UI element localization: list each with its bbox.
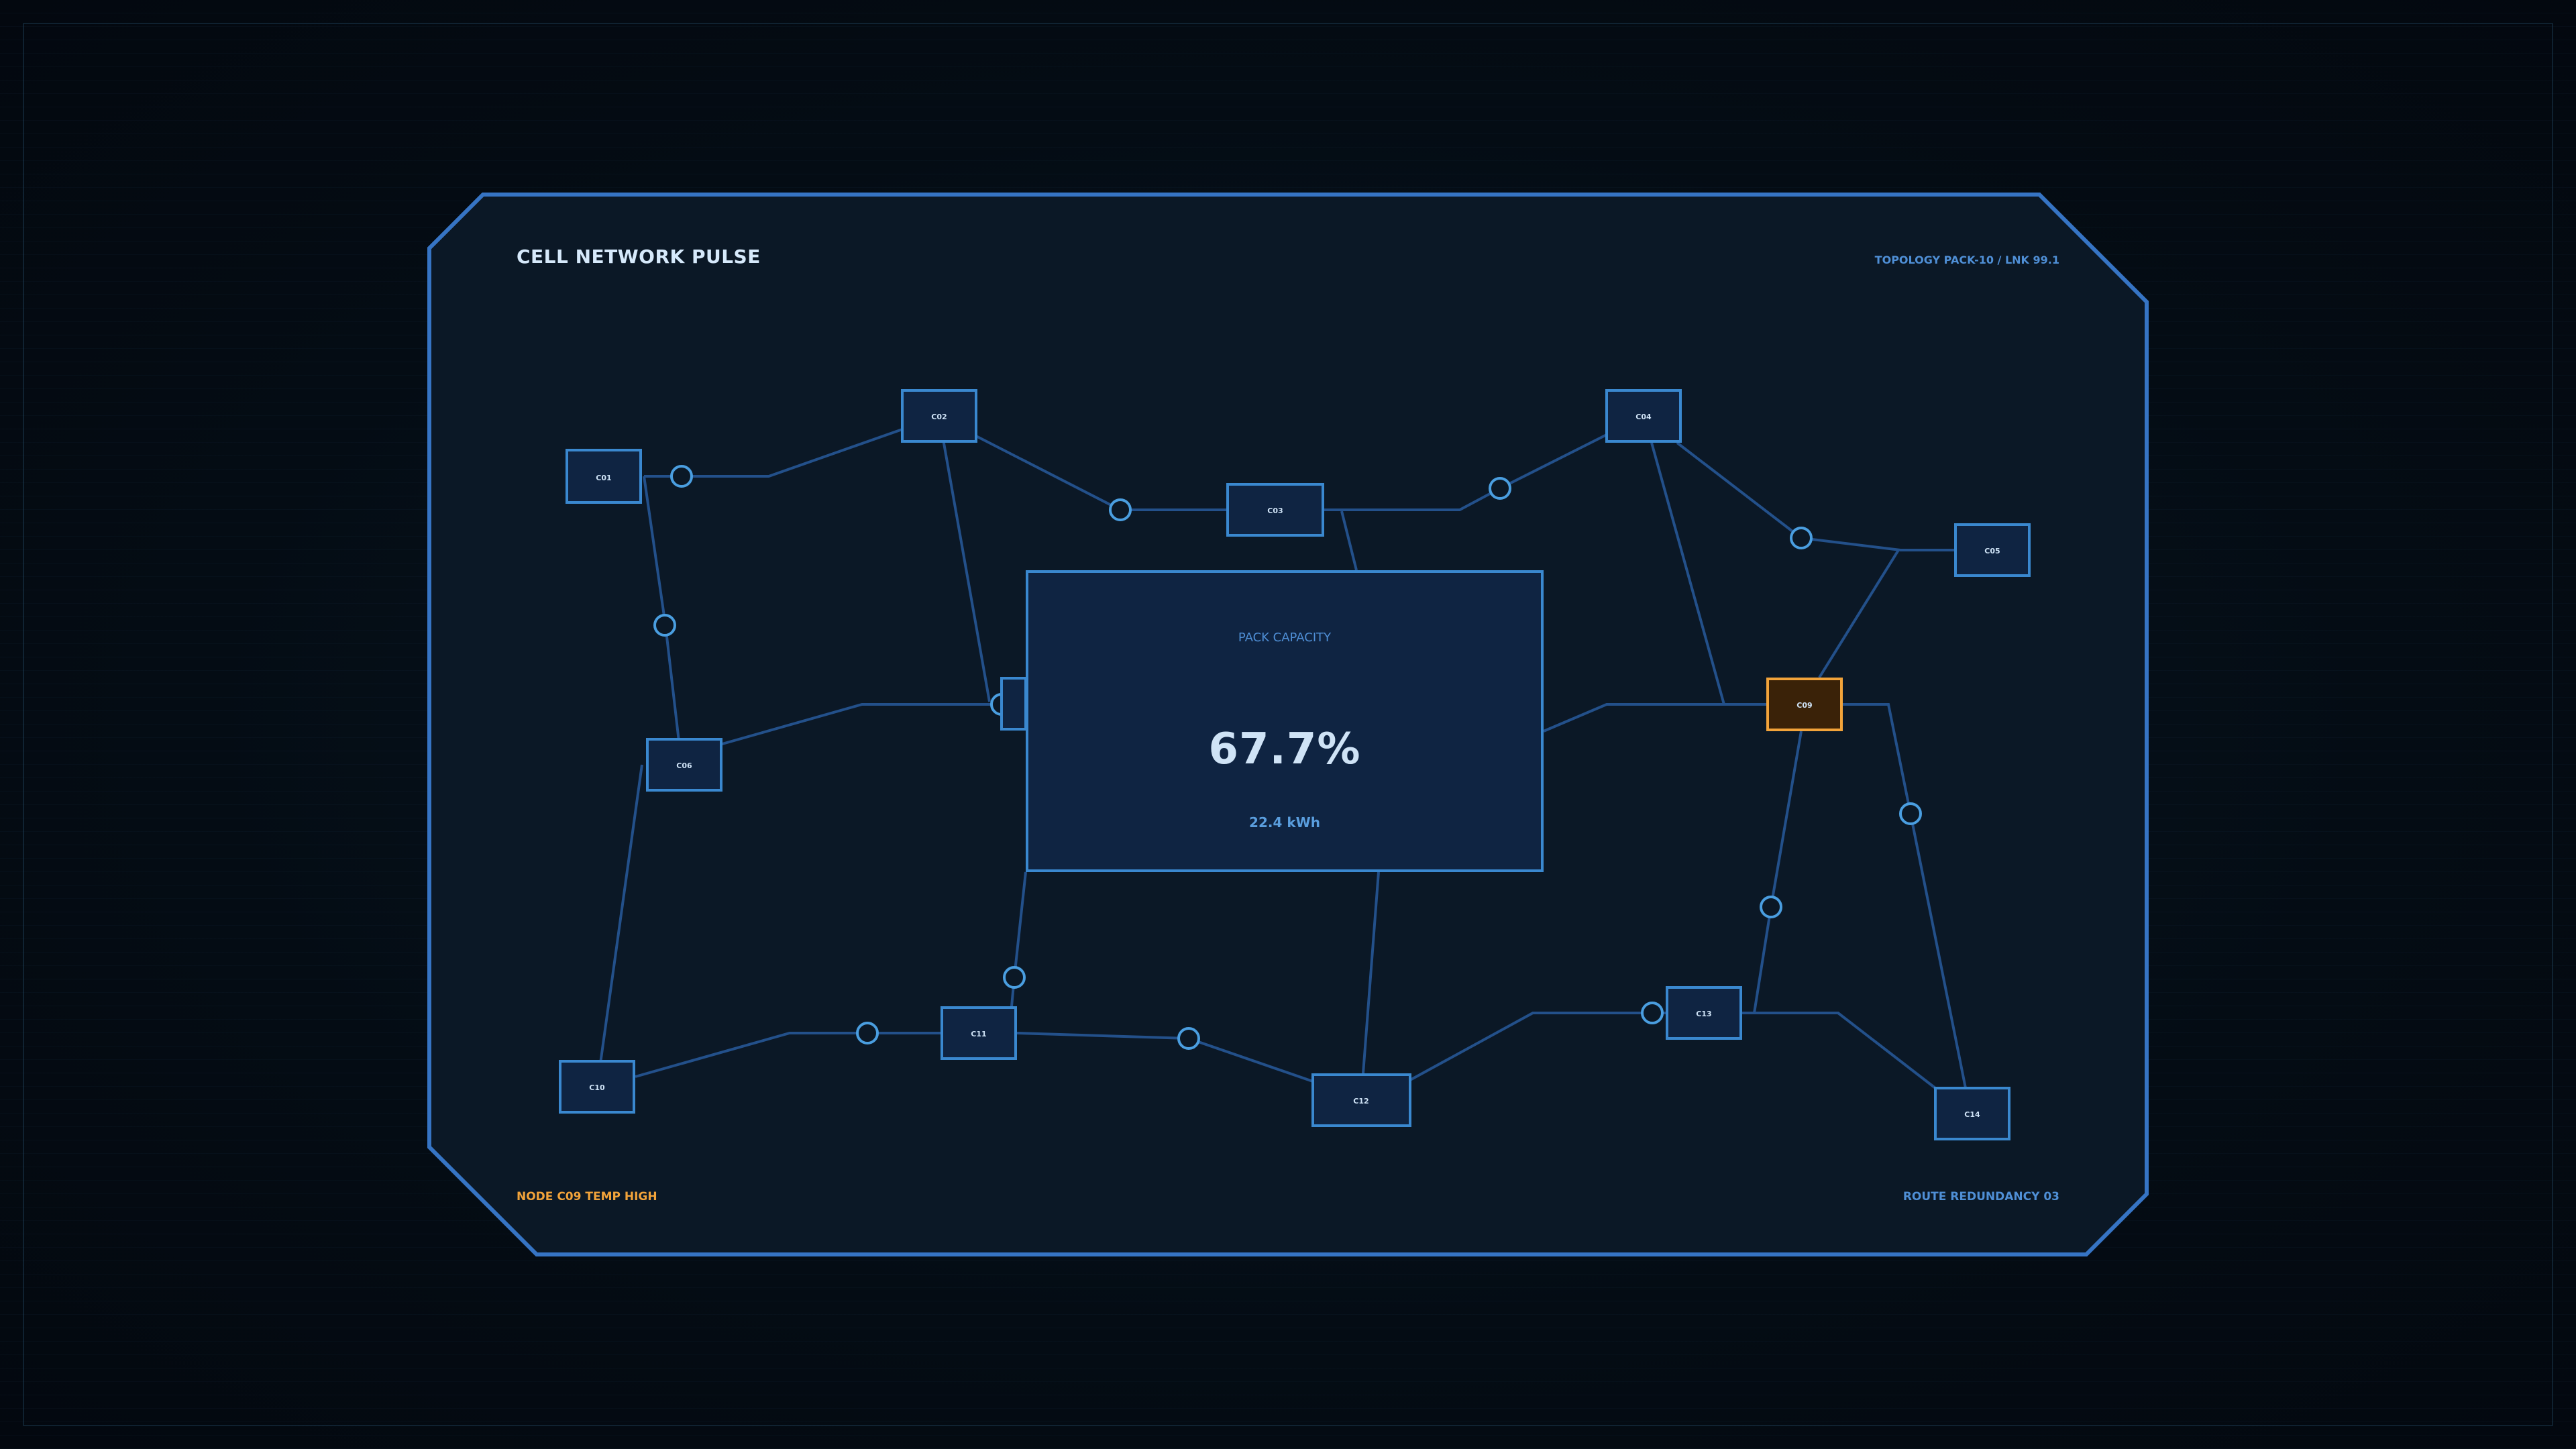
junction: [653, 614, 676, 637]
junction: [1899, 802, 1922, 825]
svg-text:C09: C09: [1796, 701, 1812, 710]
alert-status: NODE C09 TEMP HIGH: [517, 1190, 657, 1203]
svg-text:C03: C03: [1267, 506, 1283, 515]
svg-text:C10: C10: [589, 1083, 605, 1092]
node-c01[interactable]: C01: [566, 449, 642, 504]
link-c01-c02: [644, 428, 903, 478]
pack-capacity-panel[interactable]: PACK CAPACITY 67.7% 22.4 kWh: [1026, 570, 1544, 872]
junction: [1641, 1002, 1664, 1024]
link-center-c09: [1543, 703, 1768, 733]
junction: [1489, 477, 1511, 500]
svg-text:C11: C11: [971, 1030, 986, 1038]
svg-text:C14: C14: [1964, 1110, 1980, 1119]
outer-frame: [23, 23, 2553, 1426]
link-c04-c05: [1676, 441, 1955, 551]
node-c10[interactable]: C10: [559, 1060, 635, 1114]
link-c06-center: [719, 703, 1000, 746]
node-c14[interactable]: C14: [1934, 1087, 2010, 1140]
topology-label: TOPOLOGY PACK-10 / LNK 99.1: [1874, 254, 2059, 266]
center-port: [1000, 677, 1027, 731]
svg-text:C02: C02: [931, 413, 947, 421]
node-c05[interactable]: C05: [1954, 523, 2031, 577]
svg-text:C01: C01: [596, 474, 611, 482]
link-c03-c04: [1322, 433, 1607, 511]
node-c12[interactable]: C12: [1311, 1073, 1411, 1127]
node-c09[interactable]: C09: [1766, 678, 1843, 731]
svg-text:C12: C12: [1353, 1097, 1368, 1106]
junction: [670, 465, 693, 488]
junction: [1760, 896, 1782, 918]
junction: [1003, 966, 1026, 989]
svg-text:C04: C04: [1635, 413, 1652, 421]
junction: [1177, 1027, 1200, 1050]
node-c13[interactable]: C13: [1666, 986, 1742, 1040]
node-group: C01 C02 C03 C04 C05 C06 C09 C10: [559, 389, 2031, 1140]
page-title: CELL NETWORK PULSE: [517, 246, 761, 268]
junction: [856, 1022, 879, 1044]
link-c03-center: [1340, 511, 1358, 571]
pack-energy-value: 22.4 kWh: [1249, 814, 1320, 830]
node-c06[interactable]: C06: [646, 738, 722, 792]
link-c05-c09: [1818, 549, 1900, 679]
node-c04[interactable]: C04: [1605, 389, 1682, 443]
node-c11[interactable]: C11: [941, 1006, 1017, 1060]
route-redundancy-label: ROUTE REDUNDANCY 03: [1902, 1190, 2059, 1203]
link-c13-c14: [1741, 1012, 1937, 1089]
node-c03[interactable]: C03: [1226, 483, 1324, 537]
svg-text:C06: C06: [676, 761, 692, 770]
link-center-c12: [1362, 871, 1380, 1074]
link-c06-c10: [599, 764, 643, 1064]
svg-text:C05: C05: [1984, 547, 2000, 555]
pack-capacity-label: PACK CAPACITY: [1238, 631, 1332, 645]
link-c10-c11: [635, 1032, 942, 1078]
junction: [1790, 527, 1813, 549]
svg-text:C13: C13: [1696, 1010, 1711, 1018]
junction: [1109, 498, 1132, 521]
link-c04-c09: [1650, 442, 1725, 705]
pack-capacity-value: 67.7%: [1208, 724, 1361, 774]
network-links: [599, 428, 1967, 1089]
link-c09-c14: [1841, 703, 1967, 1089]
node-c02[interactable]: C02: [901, 389, 977, 443]
link-c02-center: [942, 439, 991, 702]
